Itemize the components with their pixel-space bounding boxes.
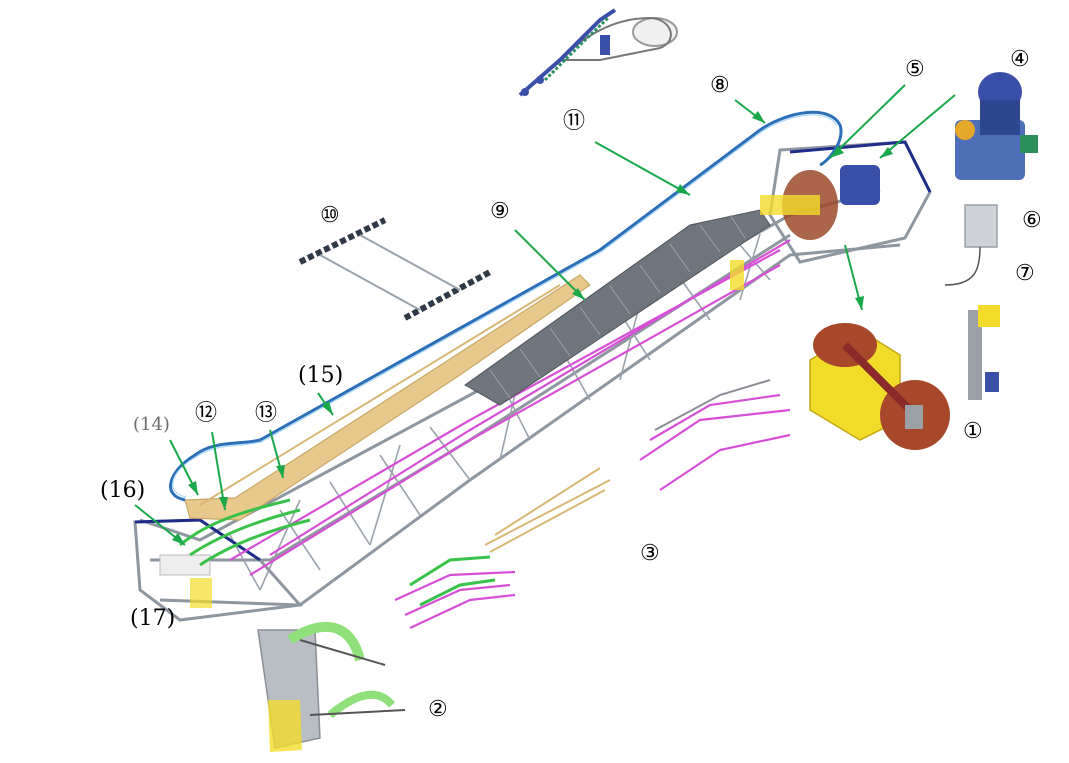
label-11: ⑪ xyxy=(563,109,585,134)
handrail-drive-assembly xyxy=(518,8,678,97)
handrail xyxy=(169,110,843,502)
lower-tension-station xyxy=(257,622,406,752)
controller-cabinet xyxy=(944,204,998,286)
callout-labels: ① ② ③ ④ ⑤ ⑥ ⑦ ⑧ ⑨ ⑩ ⑪ ⑫ ⑬ (14) (15) (16)… xyxy=(100,47,1042,722)
label-9: ⑨ xyxy=(490,199,510,224)
label-3: ③ xyxy=(640,541,660,566)
drive-motor xyxy=(955,72,1038,180)
label-15: (15) xyxy=(298,363,343,388)
label-16: (16) xyxy=(100,478,145,503)
label-5: ⑤ xyxy=(905,57,925,82)
skirt-panel xyxy=(184,274,591,521)
label-7: ⑦ xyxy=(1015,261,1035,286)
main-drive-shaft xyxy=(809,323,950,450)
label-1: ① xyxy=(963,419,983,444)
label-14: (14) xyxy=(133,414,170,435)
callout-arrows xyxy=(134,84,956,546)
guide-tracks-set xyxy=(394,379,791,629)
label-12: ⑫ xyxy=(195,401,217,426)
label-2: ② xyxy=(428,697,448,722)
step-band xyxy=(464,209,771,406)
label-13: ⑬ xyxy=(255,401,277,426)
label-4: ④ xyxy=(1010,47,1030,72)
step-axle-assembly xyxy=(298,217,492,321)
lower-comb-guides xyxy=(179,498,311,567)
label-6: ⑥ xyxy=(1022,208,1042,233)
label-8: ⑧ xyxy=(710,73,730,98)
step-chain-tracks xyxy=(229,239,791,576)
upper-drive-area xyxy=(730,165,880,290)
label-17: (17) xyxy=(130,606,175,631)
label-10: ⑩ xyxy=(320,203,340,228)
auxiliary-brake xyxy=(968,305,1000,400)
